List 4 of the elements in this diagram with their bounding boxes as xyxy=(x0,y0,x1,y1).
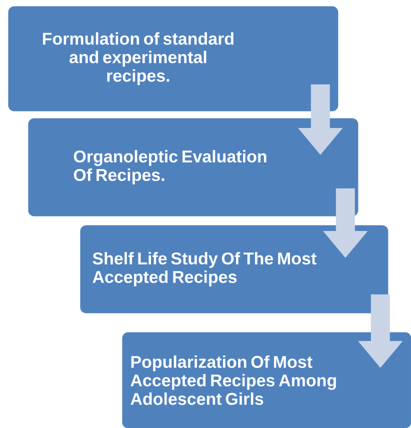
process-box: Organoleptic Evaluation Of Recipes. xyxy=(28,118,358,216)
process-box: Formulation of standard and experimental recipes. xyxy=(8,6,338,112)
process-box: Popularization Of Most Accepted Recipes Among Adolescent Girls xyxy=(122,332,411,428)
process-box: Shelf Life Study Of The Most Accepted Recipes xyxy=(80,225,388,314)
